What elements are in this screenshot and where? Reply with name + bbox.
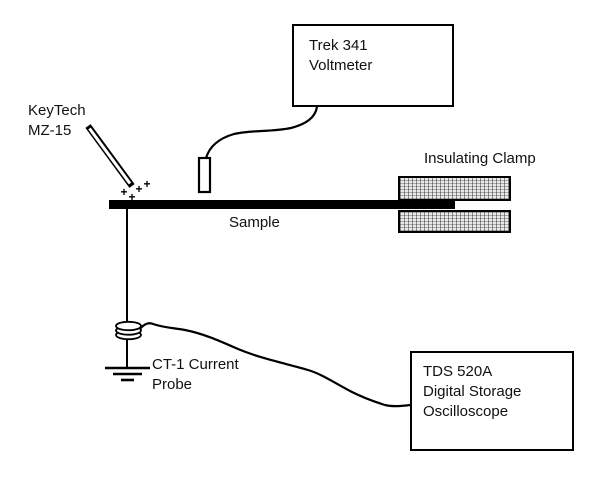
plus-charge-icon: + [128, 190, 135, 204]
voltmeter-cable [204, 106, 319, 159]
sample-label: Sample [229, 214, 280, 231]
voltmeter-box: Trek 341 Voltmeter [292, 24, 454, 107]
oscilloscope-label-line2: Digital Storage [423, 383, 522, 400]
keytech-rod-label: KeyTech MZ-15 [28, 101, 86, 141]
oscilloscope-label-line1: TDS 520A [423, 363, 493, 380]
plus-charge-icon: + [120, 185, 127, 199]
charge-plus-marks: + + + + [120, 177, 150, 204]
keytech-label-line1: KeyTech [28, 102, 86, 119]
insulating-clamp-bottom-block [398, 210, 511, 233]
sample-bar [109, 200, 455, 209]
plus-charge-icon: + [143, 177, 150, 191]
voltmeter-label-line2: Voltmeter [309, 57, 373, 74]
keytech-label-line2: MZ-15 [28, 122, 72, 139]
voltmeter-label-line1: Trek 341 [309, 37, 368, 54]
corona-rod [85, 124, 135, 188]
current-probe-label: CT-1 Current Probe [152, 355, 239, 395]
current-probe-label-line1: CT-1 Current [152, 356, 239, 373]
current-probe-coil [115, 320, 142, 341]
oscilloscope-label-line3: Oscilloscope [423, 403, 509, 420]
oscilloscope-box: TDS 520A Digital Storage Oscilloscope [410, 351, 574, 451]
voltage-probe [197, 156, 212, 194]
ground-symbol [105, 366, 150, 382]
oscilloscope-cable [139, 322, 411, 408]
insulating-clamp-label: Insulating Clamp [424, 150, 536, 167]
current-probe-label-line2: Probe [152, 376, 193, 393]
plus-charge-icon: + [135, 182, 142, 196]
